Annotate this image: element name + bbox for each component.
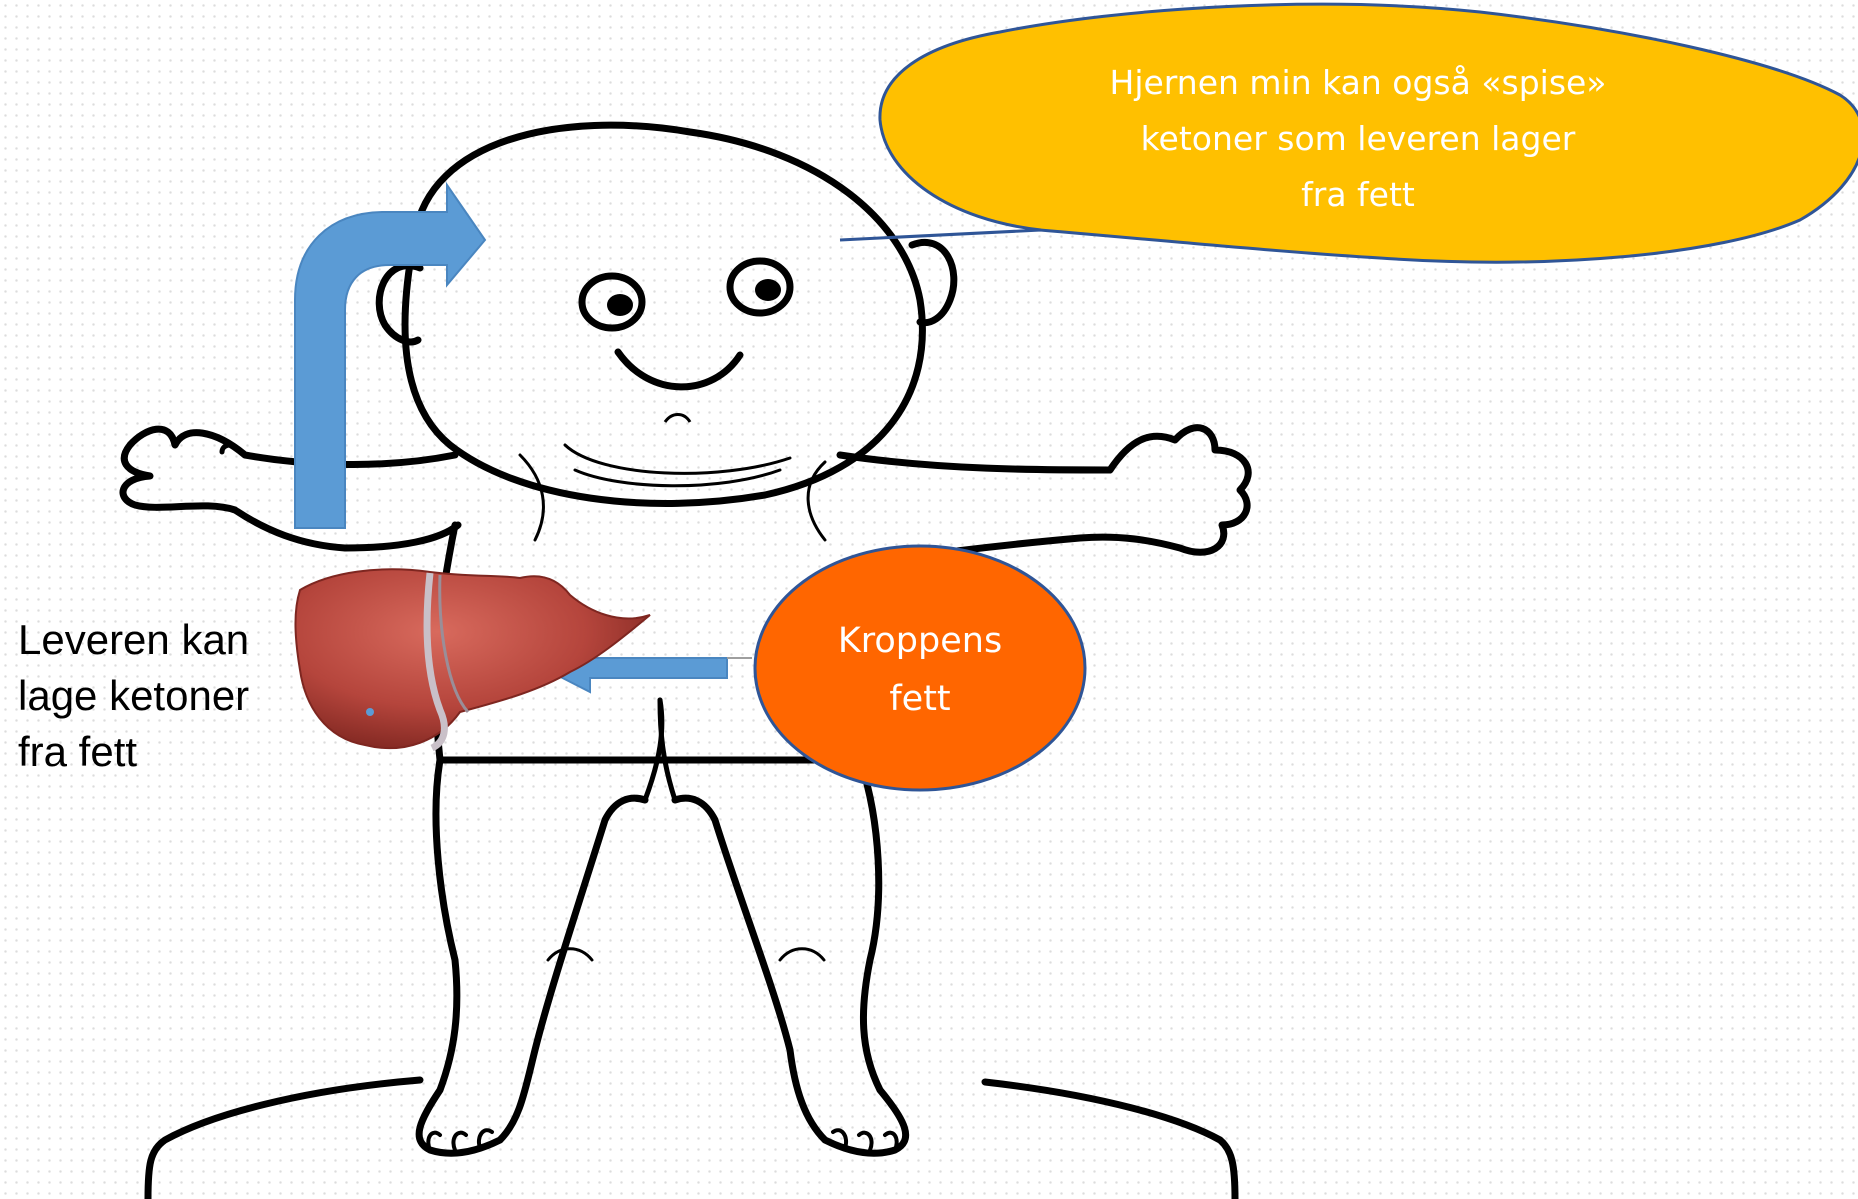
liver-label-line: fra fett (18, 724, 298, 780)
speech-bubble-line: Hjernen min kan også «spise» (1038, 55, 1678, 111)
liver-label: Leveren kan lage ketoner fra fett (18, 612, 298, 780)
smile (618, 352, 740, 387)
liver-label-line: Leveren kan (18, 612, 298, 668)
speech-bubble-text: Hjernen min kan også «spise» ketoner som… (1038, 55, 1678, 223)
speech-bubble-line: fra fett (1038, 167, 1678, 223)
liver-label-line: lage ketoner (18, 668, 298, 724)
child-left-arm (123, 429, 458, 548)
chair (148, 1080, 420, 1199)
child-head (405, 125, 922, 503)
fat-circle-line: Kroppens (815, 612, 1025, 670)
child-right-arm (840, 428, 1248, 565)
fat-circle-text: Kroppens fett (815, 612, 1025, 728)
speech-bubble-line: ketoner som leveren lager (1038, 111, 1678, 167)
child-face (582, 261, 790, 422)
fat-circle-line: fett (815, 670, 1025, 728)
child-right-leg (675, 760, 906, 1153)
liver-to-brain-arrow (295, 185, 485, 528)
child-left-leg (419, 760, 645, 1153)
child-left-ear (379, 266, 420, 342)
